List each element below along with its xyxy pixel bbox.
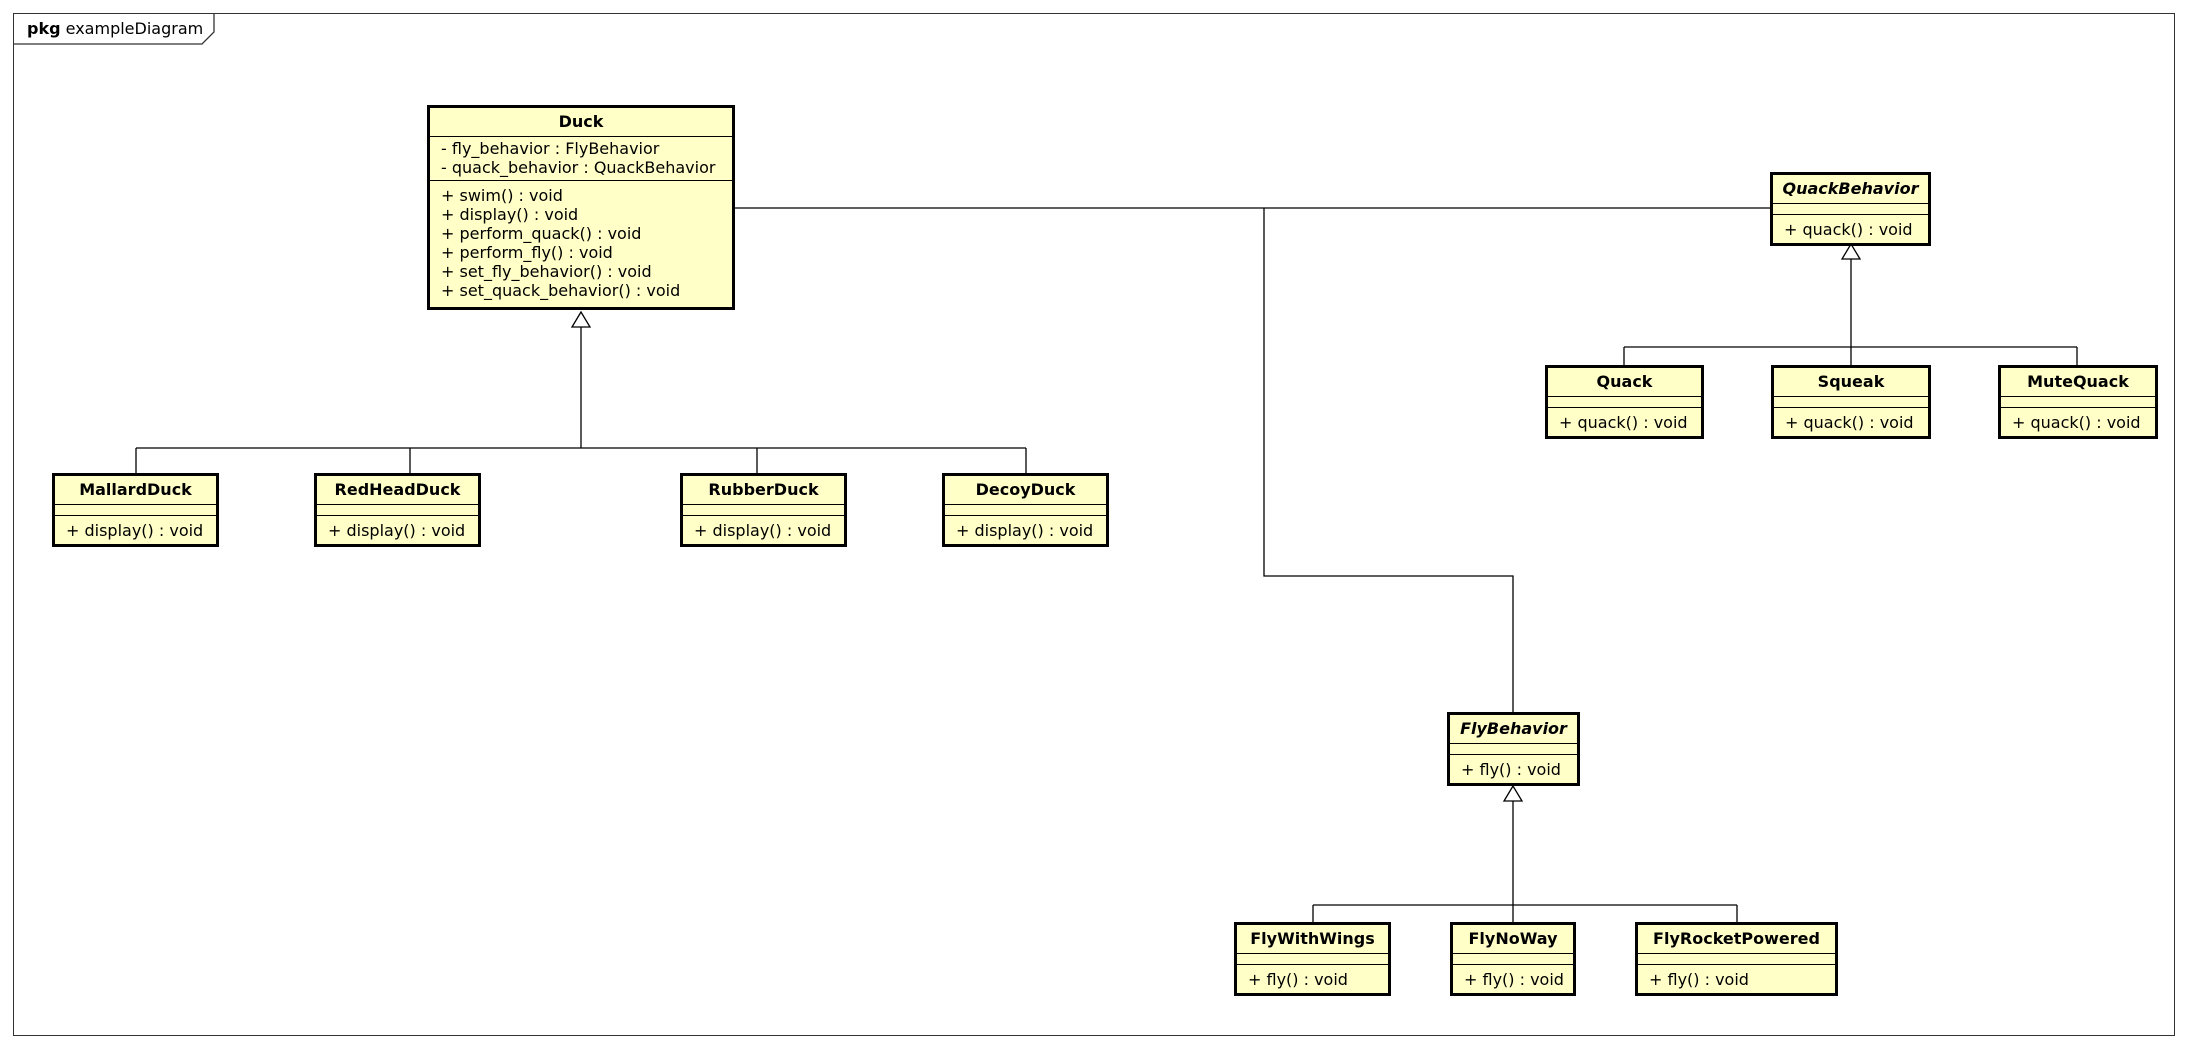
attributes-compartment: - fly_behavior : FlyBehavior - quack_beh…	[430, 137, 732, 181]
class-name: QuackBehavior	[1773, 175, 1928, 204]
attributes-compartment	[1453, 954, 1573, 965]
class-name: Quack	[1548, 368, 1701, 397]
class-decoy-duck[interactable]: DecoyDuck + display() : void	[942, 473, 1109, 547]
operations-compartment: + fly() : void	[1237, 965, 1388, 992]
operations-compartment: + quack() : void	[1773, 215, 1928, 242]
operation: + perform_fly() : void	[441, 243, 613, 262]
operations-compartment: + swim() : void + display() : void + per…	[430, 181, 732, 303]
class-rubber-duck[interactable]: RubberDuck + display() : void	[680, 473, 847, 547]
attributes-compartment	[1774, 397, 1928, 408]
operation: + set_quack_behavior() : void	[441, 281, 681, 300]
class-quack[interactable]: Quack + quack() : void	[1545, 365, 1704, 439]
attribute: - quack_behavior : QuackBehavior	[441, 158, 716, 177]
operation: + fly() : void	[1464, 970, 1564, 989]
operation: + display() : void	[956, 521, 1094, 540]
operation: + quack() : void	[1784, 220, 1913, 239]
attributes-compartment	[55, 505, 216, 516]
operation: + fly() : void	[1248, 970, 1348, 989]
package-label: pkg exampleDiagram	[27, 19, 203, 38]
class-fly-no-way[interactable]: FlyNoWay + fly() : void	[1450, 922, 1576, 996]
class-fly-with-wings[interactable]: FlyWithWings + fly() : void	[1234, 922, 1391, 996]
attributes-compartment	[2001, 397, 2155, 408]
attribute: - fly_behavior : FlyBehavior	[441, 139, 660, 158]
class-name: RubberDuck	[683, 476, 844, 505]
quack-generalization-arrowhead	[1840, 242, 1862, 260]
operation: + fly() : void	[1461, 760, 1561, 779]
class-name: FlyBehavior	[1450, 715, 1577, 744]
operation: + quack() : void	[1785, 413, 1914, 432]
class-fly-behavior[interactable]: FlyBehavior + fly() : void	[1447, 712, 1580, 786]
operations-compartment: + fly() : void	[1453, 965, 1573, 992]
class-mallard-duck[interactable]: MallardDuck + display() : void	[52, 473, 219, 547]
operation: + fly() : void	[1649, 970, 1749, 989]
attributes-compartment	[317, 505, 478, 516]
class-name: Duck	[430, 108, 732, 137]
package-name: exampleDiagram	[65, 19, 204, 38]
package-tab	[13, 13, 215, 45]
attributes-compartment	[1548, 397, 1701, 408]
class-fly-rocket-powered[interactable]: FlyRocketPowered + fly() : void	[1635, 922, 1838, 996]
operations-compartment: + display() : void	[317, 516, 478, 543]
attributes-compartment	[1450, 744, 1577, 755]
class-name: MuteQuack	[2001, 368, 2155, 397]
class-name: FlyRocketPowered	[1638, 925, 1835, 954]
class-red-head-duck[interactable]: RedHeadDuck + display() : void	[314, 473, 481, 547]
attributes-compartment	[1237, 954, 1388, 965]
operations-compartment: + display() : void	[945, 516, 1106, 543]
operation: + display() : void	[328, 521, 466, 540]
operations-compartment: + display() : void	[55, 516, 216, 543]
operation: + perform_quack() : void	[441, 224, 642, 243]
fly-generalization-arrowhead	[1502, 784, 1524, 802]
class-mute-quack[interactable]: MuteQuack + quack() : void	[1998, 365, 2158, 439]
operation: + quack() : void	[2012, 413, 2141, 432]
operations-compartment: + quack() : void	[2001, 408, 2155, 435]
operation: + display() : void	[441, 205, 579, 224]
class-name: Squeak	[1774, 368, 1928, 397]
class-quack-behavior[interactable]: QuackBehavior + quack() : void	[1770, 172, 1931, 246]
package-keyword: pkg	[27, 19, 61, 38]
operations-compartment: + fly() : void	[1638, 965, 1835, 992]
attributes-compartment	[1638, 954, 1835, 965]
class-name: RedHeadDuck	[317, 476, 478, 505]
class-name: DecoyDuck	[945, 476, 1106, 505]
attributes-compartment	[1773, 204, 1928, 215]
operation: + display() : void	[66, 521, 204, 540]
class-duck[interactable]: Duck - fly_behavior : FlyBehavior - quac…	[427, 105, 735, 310]
operation: + set_fly_behavior() : void	[441, 262, 652, 281]
attributes-compartment	[683, 505, 844, 516]
attributes-compartment	[945, 505, 1106, 516]
class-name: MallardDuck	[55, 476, 216, 505]
operations-compartment: + fly() : void	[1450, 755, 1577, 782]
class-squeak[interactable]: Squeak + quack() : void	[1771, 365, 1931, 439]
class-name: FlyNoWay	[1453, 925, 1573, 954]
package-frame	[13, 13, 2175, 1036]
association-duck-flybehavior	[1263, 208, 1514, 712]
operations-compartment: + quack() : void	[1548, 408, 1701, 435]
operation: + display() : void	[694, 521, 832, 540]
operation: + swim() : void	[441, 186, 563, 205]
operations-compartment: + quack() : void	[1774, 408, 1928, 435]
class-name: FlyWithWings	[1237, 925, 1388, 954]
duck-generalization-arrowhead	[570, 310, 592, 328]
operation: + quack() : void	[1559, 413, 1688, 432]
operations-compartment: + display() : void	[683, 516, 844, 543]
